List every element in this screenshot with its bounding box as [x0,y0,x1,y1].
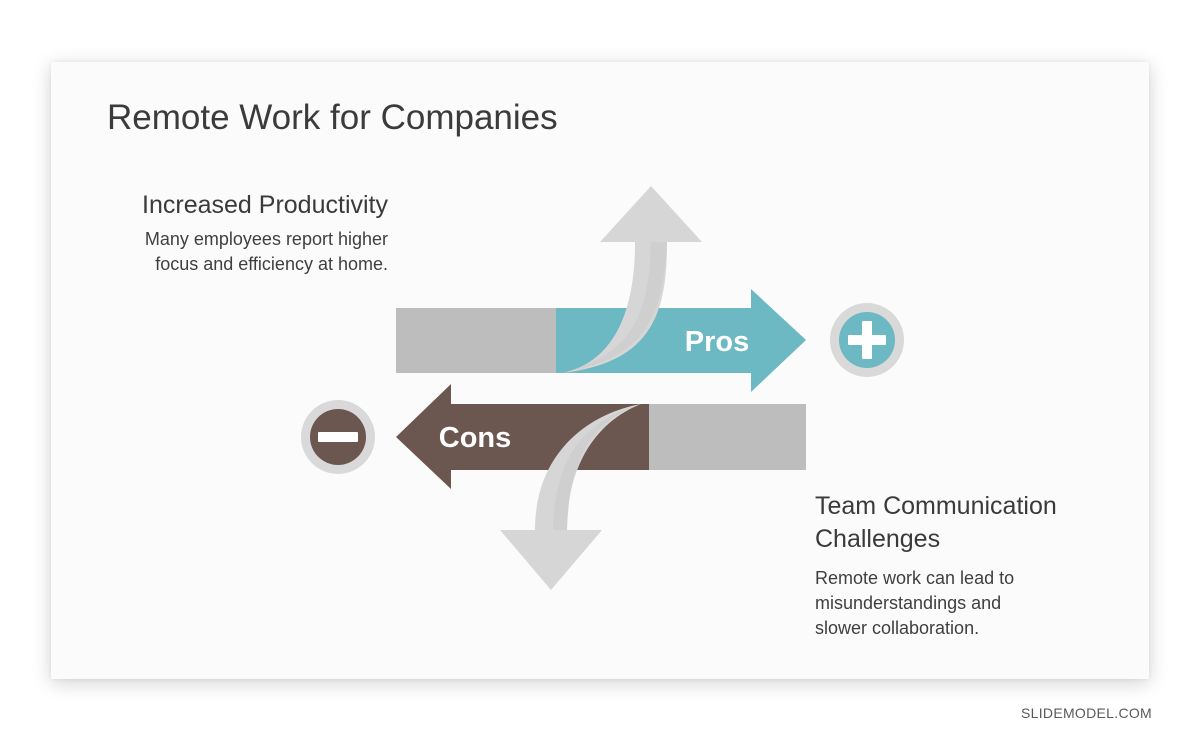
cons-text-block: Team Communication Challenges Remote wor… [815,490,1057,641]
pros-arrow [556,289,806,392]
slide-title: Remote Work for Companies [107,98,558,137]
minus-circle-icon [301,400,375,474]
cons-description: Remote work can lead to misunderstanding… [815,566,1057,641]
curved-up-arrow-shade [563,242,667,373]
cons-description-line: Remote work can lead to [815,568,1015,588]
cons-description-line: slower collaboration. [815,618,980,638]
cons-heading: Team Communication Challenges [815,490,1057,556]
curved-down-arrow-shade [553,404,641,530]
curved-up-arrow [563,186,702,373]
plus-circle-icon [830,303,904,377]
cons-description-line: misunderstandings and [815,593,1002,613]
cons-heading-line: Team Communication [815,492,1057,520]
watermark-text: SLIDEMODEL.COM [1021,705,1152,721]
pros-cons-diagram: Pros Cons [301,186,904,590]
cons-gray-bar [636,404,806,470]
pros-text-block: Increased Productivity Many employees re… [142,189,388,277]
cons-heading-line: Challenges [815,525,941,553]
pros-label: Pros [685,326,749,358]
curved-down-arrow [500,404,641,590]
pros-description-line: Many employees report higher [144,229,388,249]
pros-description-line: focus and efficiency at home. [155,254,388,274]
cons-arrow [396,384,649,489]
cons-label: Cons [439,422,512,454]
pros-gray-bar [396,308,571,373]
pros-heading: Increased Productivity [142,191,388,219]
pros-description: Many employees report higher focus and e… [142,227,388,277]
slide-canvas: Remote Work for Companies Increased Prod… [51,62,1149,679]
